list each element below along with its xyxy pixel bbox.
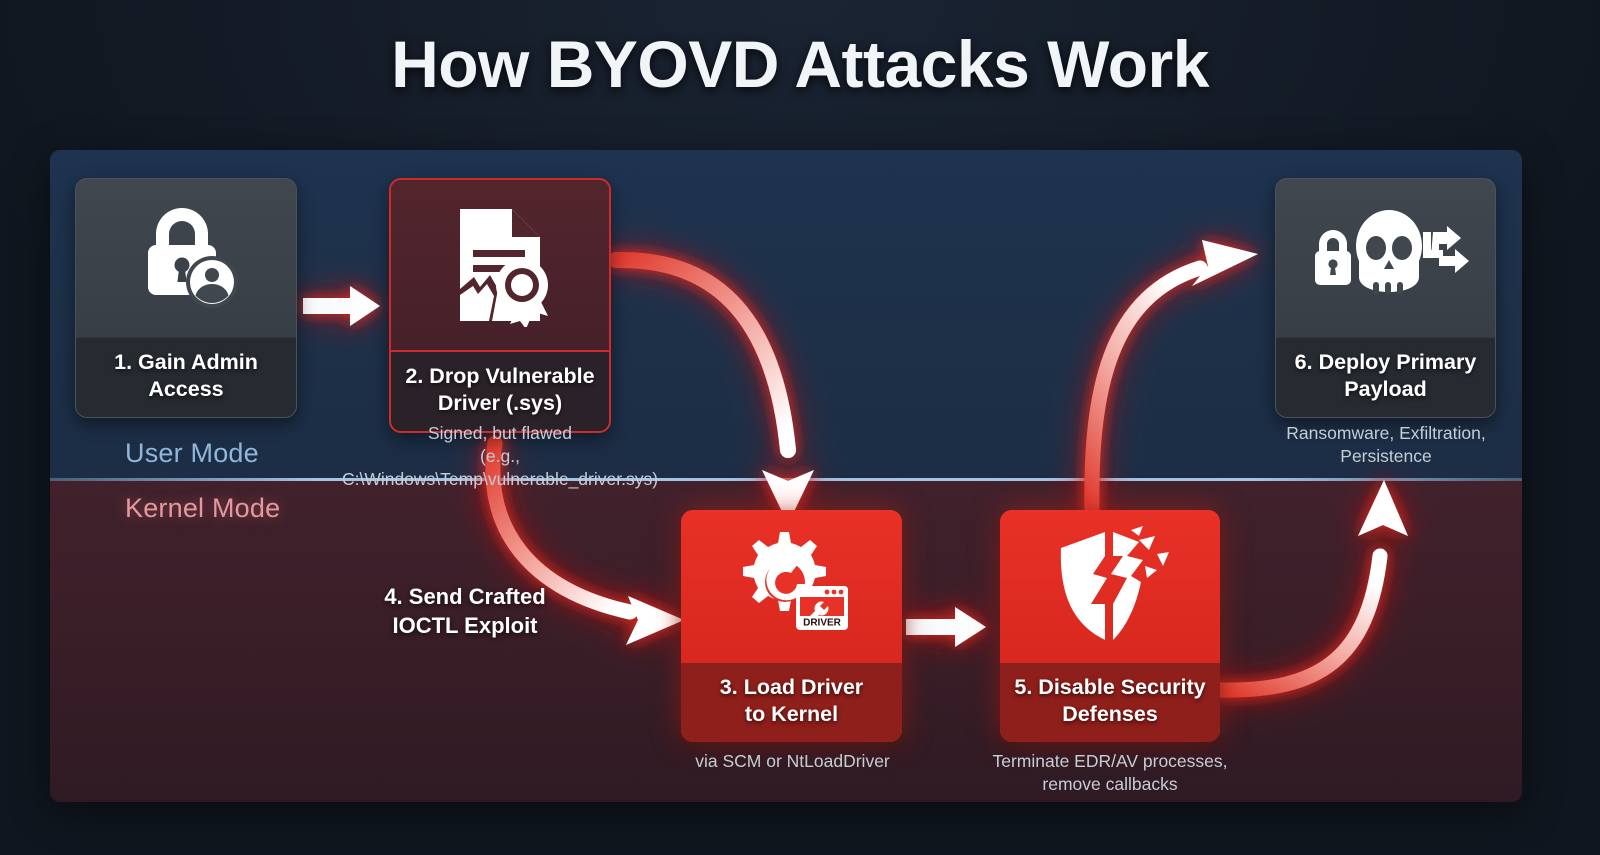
step-2-label-line2: Driver (.sys)	[437, 391, 563, 416]
step-3-caption: via SCM or NtLoadDriver	[665, 750, 920, 773]
step-1-label-line1: 1. Gain Admin	[114, 349, 258, 374]
signed-certificate-document-icon-area	[391, 180, 609, 350]
step-6-label-line1: 6. Deploy Primary	[1294, 349, 1477, 374]
arrow-step3-to-step5	[906, 607, 986, 647]
arrow-step1-to-step2	[303, 286, 380, 326]
step-card-1-gain-admin-access[interactable]: 1. Gain Admin Access	[75, 178, 297, 418]
step-card-6-label: 6. Deploy Primary Payload	[1276, 336, 1495, 417]
step-5-caption: Terminate EDR/AV processes, remove callb…	[965, 750, 1255, 796]
arrow-step2-to-step3	[608, 251, 814, 524]
step-6-caption-line1: Ransomware, Exfiltration,	[1286, 423, 1486, 443]
gear-driver-window-icon-area: DRIVER	[681, 510, 902, 663]
arrow-step5-right-up	[1212, 480, 1408, 698]
step-5-label-line2: Defenses	[1062, 702, 1158, 727]
step-card-2-drop-vulnerable-driver[interactable]: 2. Drop Vulnerable Driver (.sys)	[389, 178, 611, 433]
step-card-5-disable-security-defenses[interactable]: 5. Disable Security Defenses	[1000, 510, 1220, 742]
step-3-caption-line1: via SCM or NtLoadDriver	[695, 751, 890, 771]
step-5-caption-line1: Terminate EDR/AV processes,	[992, 751, 1228, 771]
diagram-panel: User Mode Kernel Mode	[50, 150, 1522, 802]
step-5-label-line1: 5. Disable Security	[1014, 674, 1206, 699]
skull-lock-share-icon-area	[1276, 179, 1495, 337]
step-card-1-label: 1. Gain Admin Access	[76, 336, 296, 417]
skull-lock-share-icon	[1314, 209, 1469, 294]
step-card-5-label: 5. Disable Security Defenses	[1000, 662, 1220, 742]
step-2-caption-line2: (e.g., C:\Windows\Temp\vulnerable_driver…	[341, 446, 659, 490]
arrow-layer	[303, 240, 1408, 698]
step-card-6-deploy-primary-payload[interactable]: 6. Deploy Primary Payload	[1275, 178, 1496, 418]
user-mode-label: User Mode	[125, 438, 259, 468]
arrow-step5-to-step6	[1084, 240, 1258, 518]
step-card-3-label: 3. Load Driver to Kernel	[681, 662, 902, 742]
arrow-step2-to-step3-ioctl	[485, 435, 684, 645]
step-4-label-line2: IOCTL Exploit	[392, 613, 538, 639]
step-4-label-line1: 4. Send Crafted	[384, 584, 546, 609]
page-title: How BYOVD Attacks Work	[391, 27, 1209, 101]
step-2-caption-line1: Signed, but flawed	[428, 423, 572, 443]
step-card-3-load-driver-to-kernel[interactable]: DRIVER 3. Load Driver to Kernel	[681, 510, 902, 742]
step-3-label-line2: to Kernel	[744, 702, 839, 727]
step-1-label-line2: Access	[148, 377, 224, 402]
step-6-caption: Ransomware, Exfiltration, Persistence	[1250, 422, 1522, 468]
step-2-caption: Signed, but flawed (e.g., C:\Windows\Tem…	[325, 422, 675, 491]
lock-user-icon	[148, 207, 238, 308]
step-6-caption-line2: Persistence	[1340, 446, 1432, 467]
broken-shield-icon	[1060, 526, 1169, 641]
broken-shield-icon-area	[1000, 510, 1220, 663]
step-card-2-label: 2. Drop Vulnerable Driver (.sys)	[391, 349, 609, 431]
step-3-label-line1: 3. Load Driver	[719, 674, 864, 699]
kernel-mode-label: Kernel Mode	[125, 493, 281, 523]
signed-certificate-document-icon	[460, 208, 548, 327]
lock-user-icon-area	[76, 179, 296, 337]
gear-driver-window-icon: DRIVER	[742, 532, 848, 631]
driver-badge-text: DRIVER	[803, 618, 842, 629]
step-2-label-line1: 2. Drop Vulnerable	[405, 363, 595, 388]
step-4-label-send-crafted-ioctl-exploit: 4. Send Crafted IOCTL Exploit	[340, 582, 590, 641]
step-6-label-line2: Payload	[1344, 377, 1427, 402]
mode-divider-line	[50, 478, 1522, 481]
step-5-caption-line2: remove callbacks	[1042, 774, 1178, 795]
